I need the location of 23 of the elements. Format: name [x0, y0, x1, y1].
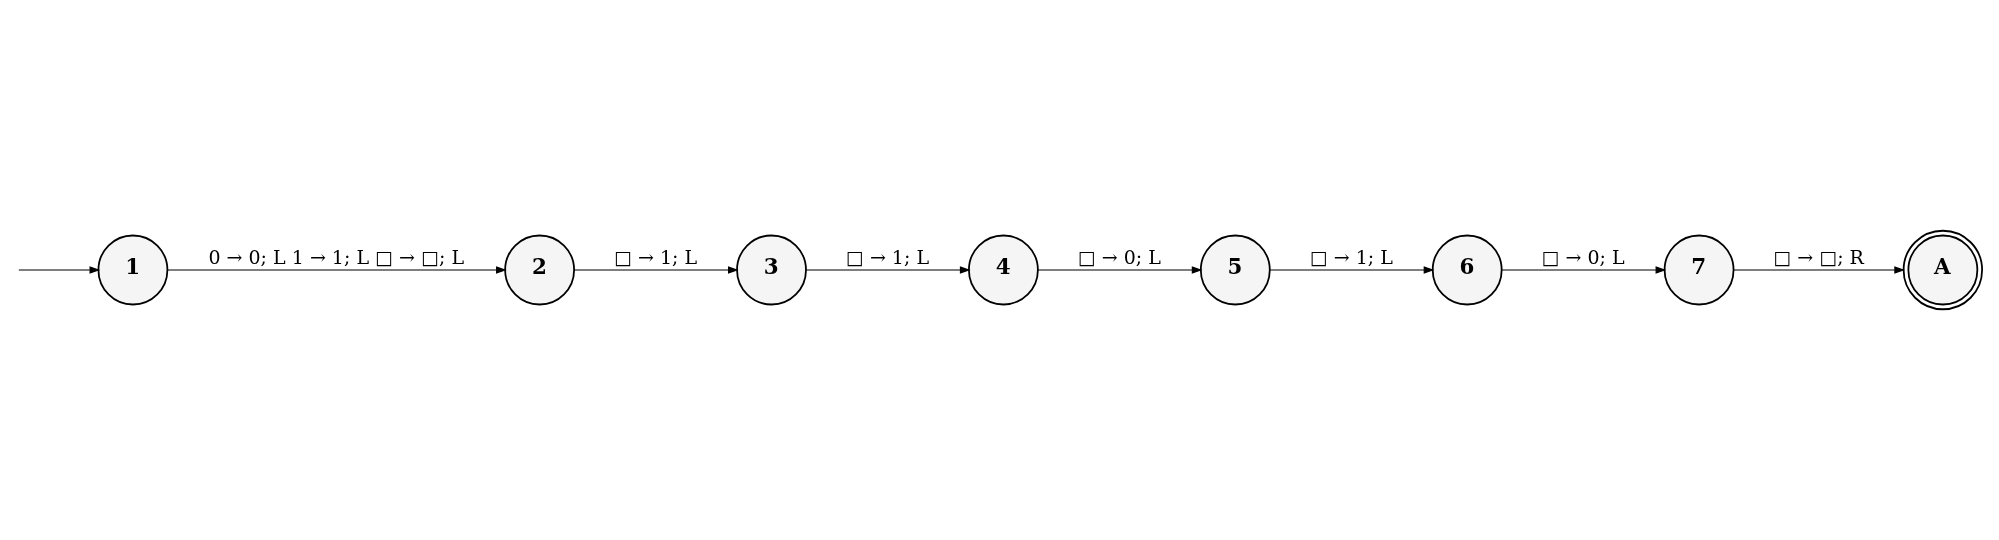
arrow [166, 266, 507, 274]
arrow [804, 266, 971, 274]
edge-label: □ → 0; L [1541, 245, 1625, 268]
node-circle: 2 [503, 234, 575, 306]
edge-label: □ → 1; L [845, 245, 929, 268]
node-circle: 3 [735, 234, 807, 306]
edge-label: □ → □; R [1772, 245, 1864, 268]
arrow [17, 266, 100, 274]
edge-label: □ → 0; L [1077, 245, 1161, 268]
arrow [1268, 266, 1434, 274]
edge-label: □ → 1; L [613, 245, 697, 268]
node-circle: 5 [1199, 234, 1271, 306]
arrow [1500, 266, 1666, 274]
edge-label: 0 → 0; L 1 → 1; L □ → □; L [207, 245, 464, 268]
node-circle: A [1902, 229, 1983, 311]
node-circle: 1 [97, 234, 168, 306]
arrow [573, 266, 739, 274]
node-circle: 4 [967, 234, 1039, 306]
node-circle: 7 [1663, 234, 1734, 306]
arrow [1732, 266, 1905, 274]
arrow [1036, 266, 1202, 274]
node-circle: 6 [1431, 234, 1503, 306]
edge-label: □ → 1; L [1309, 245, 1393, 268]
